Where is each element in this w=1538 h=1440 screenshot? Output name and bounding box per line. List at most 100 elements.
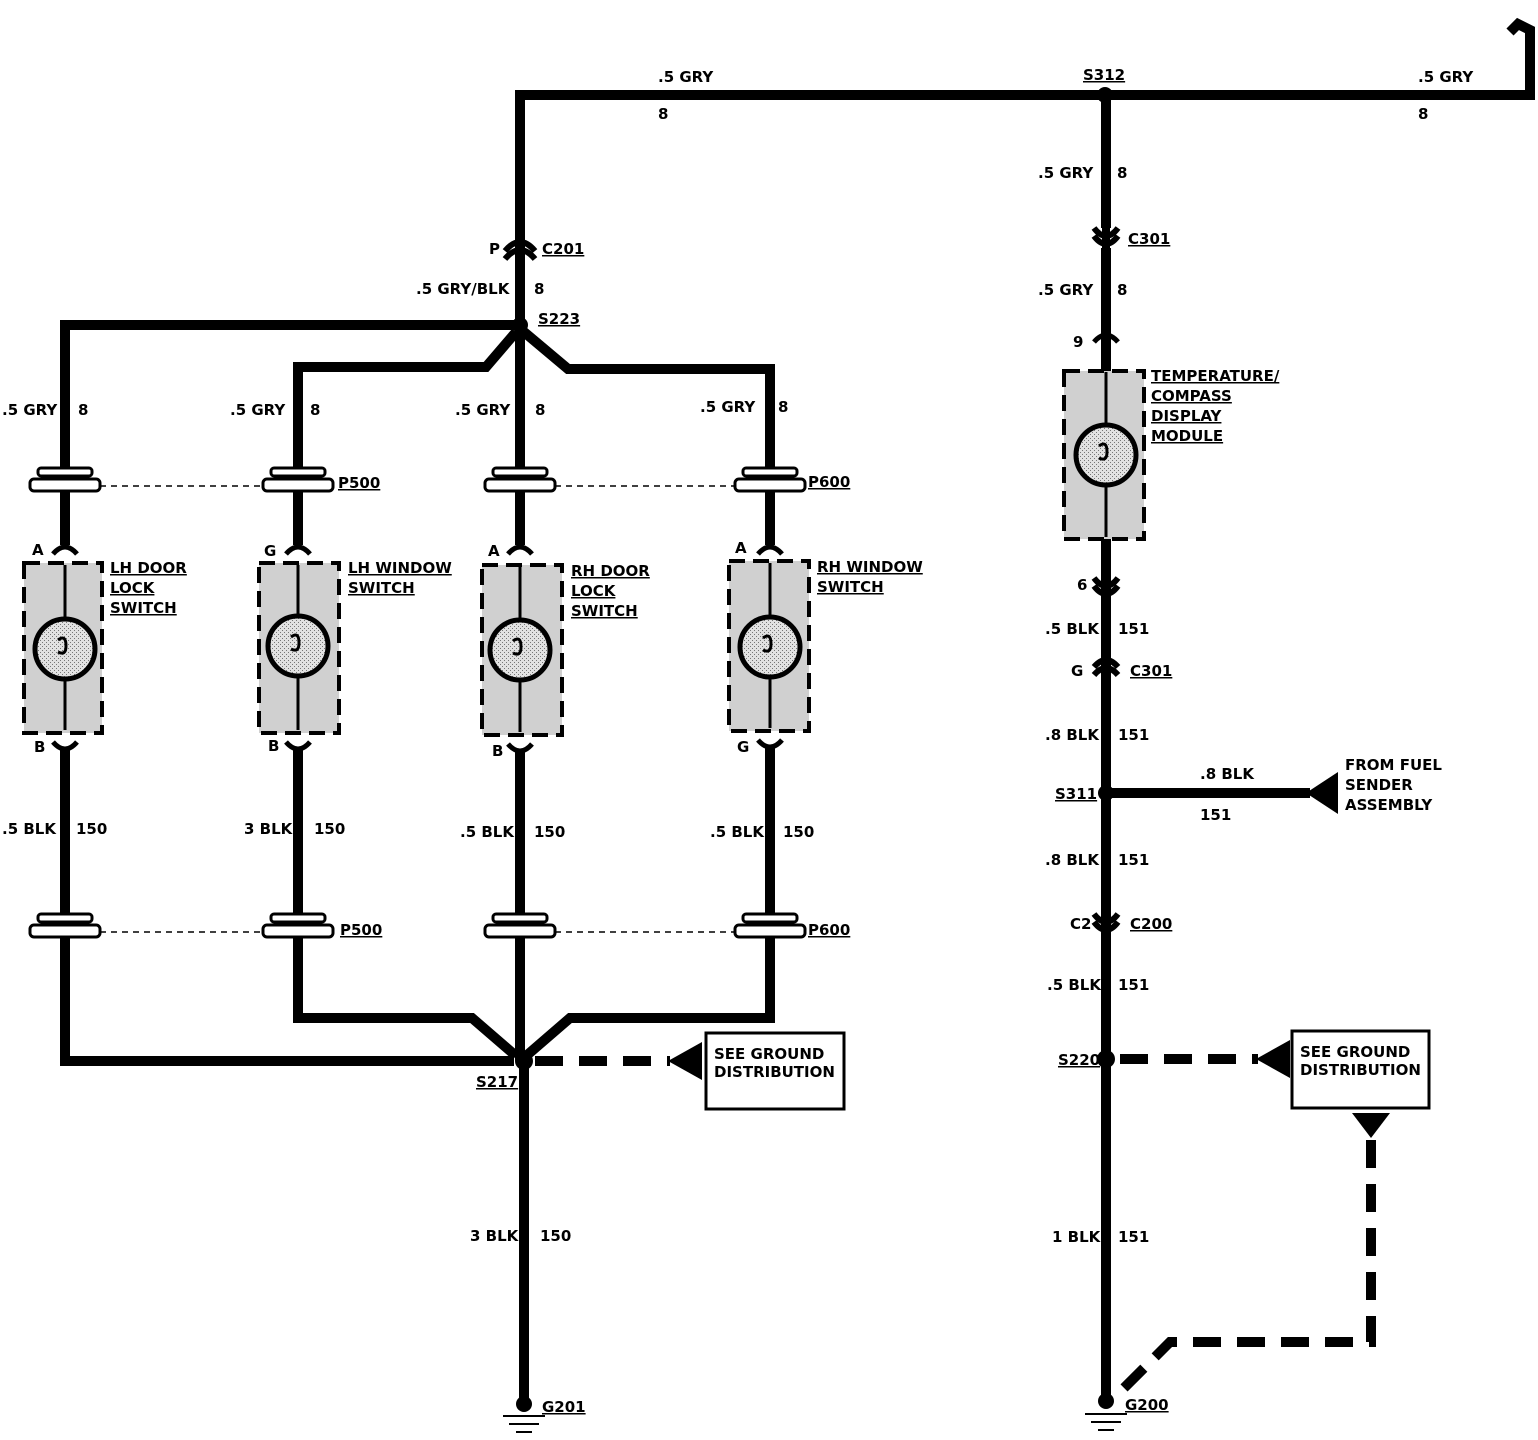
pin-label: 9 <box>1073 333 1083 351</box>
return-wire-rh-window <box>522 937 775 1060</box>
connector-c301-label: C301 <box>1130 662 1172 680</box>
note-box-ground-2 <box>1290 1029 1431 1110</box>
connector-p600-label: P600 <box>808 473 850 491</box>
rh-window-label-2: SWITCH <box>817 578 884 596</box>
pin-label: A <box>32 541 44 559</box>
temperature-compass-display-module <box>1062 369 1146 541</box>
wire-label-color: .5 BLK <box>710 823 765 841</box>
wire-label-circuit: 150 <box>314 820 345 838</box>
wire-label-circuit: 8 <box>1117 281 1127 299</box>
wire-label-circuit: 151 <box>1200 806 1231 824</box>
splice-s311-label: S311 <box>1055 785 1097 803</box>
wire-label-circuit: 8 <box>658 105 668 123</box>
connector-pin6-symbol <box>1091 576 1121 597</box>
connector-c201-symbol <box>502 239 538 254</box>
plug-p600-lower-rh-door <box>483 912 557 939</box>
wire-label-color: 3 BLK <box>244 820 294 838</box>
splice-s217-label: S217 <box>476 1073 518 1091</box>
branch-wire-rh-window <box>520 328 775 470</box>
wire-label-circuit: 151 <box>1118 1228 1149 1246</box>
splice-s223-label: S223 <box>538 310 580 328</box>
wire-label-color: .5 GRY <box>658 68 714 86</box>
wire-label-circuit: 151 <box>1118 976 1149 994</box>
pin-label: B <box>34 738 45 756</box>
connector-c200-label: C200 <box>1130 915 1172 933</box>
module-label-3: DISPLAY <box>1151 407 1223 425</box>
rh-window-switch <box>727 544 811 750</box>
rh-window-label-1: RH WINDOW <box>817 558 923 576</box>
note-text: DISTRIBUTION <box>714 1063 835 1081</box>
rh-door-lock-label-3: SWITCH <box>571 602 638 620</box>
fuel-sender-label-1: FROM FUEL <box>1345 756 1442 774</box>
pin-label: B <box>492 742 503 760</box>
wire-label-color: .5 GRY <box>455 401 511 419</box>
wire-label-circuit: 150 <box>76 820 107 838</box>
feed-wire-top <box>515 17 1535 350</box>
wire-label-color: .5 BLK <box>1047 976 1102 994</box>
pin-label: B <box>268 737 279 755</box>
rh-door-lock-label-2: LOCK <box>571 582 617 600</box>
pin-label: C2 <box>1070 915 1091 933</box>
fuel-sender-label-2: SENDER <box>1345 776 1413 794</box>
arrow-icon <box>1352 1113 1390 1138</box>
wire-label-color: .5 GRY <box>700 398 756 416</box>
module-label-2: COMPASS <box>1151 387 1232 405</box>
wire-label-circuit: 150 <box>534 823 565 841</box>
module-label-1: TEMPERATURE/ <box>1151 367 1280 385</box>
arrow-icon <box>1256 1040 1290 1078</box>
wire-label-color: .5 GRY/BLK <box>416 280 511 298</box>
lh-door-lock-switch <box>22 544 104 752</box>
wire-label-color: 3 BLK <box>470 1227 520 1245</box>
note-text: SEE GROUND <box>1300 1043 1410 1061</box>
plug-p500-lower-lh-door <box>28 912 102 939</box>
splice-s220-label: S220 <box>1058 1051 1100 1069</box>
wire-label-color: .5 GRY <box>1038 164 1094 182</box>
connector-c301-label: C301 <box>1128 230 1170 248</box>
connector-p500-label: P500 <box>340 921 382 939</box>
wire-label-color: .5 BLK <box>1045 620 1100 638</box>
splice-s220-dot <box>1097 1050 1115 1068</box>
lh-window-switch <box>257 544 341 752</box>
connector-c301-lower-symbol <box>1091 657 1121 670</box>
lh-door-lock-label-1: LH DOOR <box>110 559 187 577</box>
wire-label-color: .8 BLK <box>1200 765 1255 783</box>
rh-door-lock-label-1: RH DOOR <box>571 562 650 580</box>
wire-label-color: .5 GRY <box>230 401 286 419</box>
module-label-4: MODULE <box>1151 427 1223 445</box>
lh-door-lock-label-2: LOCK <box>110 579 156 597</box>
wire-label-circuit: 8 <box>1117 164 1127 182</box>
connector-p600-label: P600 <box>808 921 850 939</box>
pin-label: P <box>489 240 500 258</box>
plug-p500-upper-lh-door <box>28 466 102 493</box>
pin-label: A <box>735 539 747 557</box>
wire-label-circuit: 151 <box>1118 726 1149 744</box>
ground-g200-icon <box>1085 1413 1127 1431</box>
splice-s312-label: S312 <box>1083 66 1125 84</box>
lh-door-lock-label-3: SWITCH <box>110 599 177 617</box>
connector-p500-label: P500 <box>338 474 380 492</box>
wire-label-circuit: 150 <box>783 823 814 841</box>
connector-c201-label: C201 <box>542 240 584 258</box>
lh-window-label-1: LH WINDOW <box>348 559 452 577</box>
pin-label: G <box>737 738 749 756</box>
plug-p600-upper-rh-door <box>483 466 557 493</box>
ground-g201-icon <box>503 1415 545 1433</box>
wire-label-circuit: 151 <box>1118 851 1149 869</box>
wire-label-color: .5 GRY <box>2 401 58 419</box>
branch-wire-lh-window <box>293 328 520 470</box>
arrow-icon <box>1306 772 1338 814</box>
wire-label-color: .5 GRY <box>1038 281 1094 299</box>
connector-c301-symbol <box>1091 226 1121 250</box>
pin-label: A <box>488 542 500 560</box>
wire-label-circuit: 8 <box>535 401 545 419</box>
wire-label-color: 1 BLK <box>1052 1228 1102 1246</box>
ground-return-dashed <box>1116 1140 1376 1396</box>
rh-door-lock-switch <box>480 544 564 754</box>
wire-label-color: .5 BLK <box>2 820 57 838</box>
plug-p600-lower-rh-window <box>733 912 807 939</box>
plug-p500-lower-lh-window <box>261 912 335 939</box>
note-box-ground-1 <box>704 1031 846 1111</box>
return-wire-lh-window <box>293 937 520 1060</box>
plug-p500-upper-lh-window <box>261 466 335 493</box>
